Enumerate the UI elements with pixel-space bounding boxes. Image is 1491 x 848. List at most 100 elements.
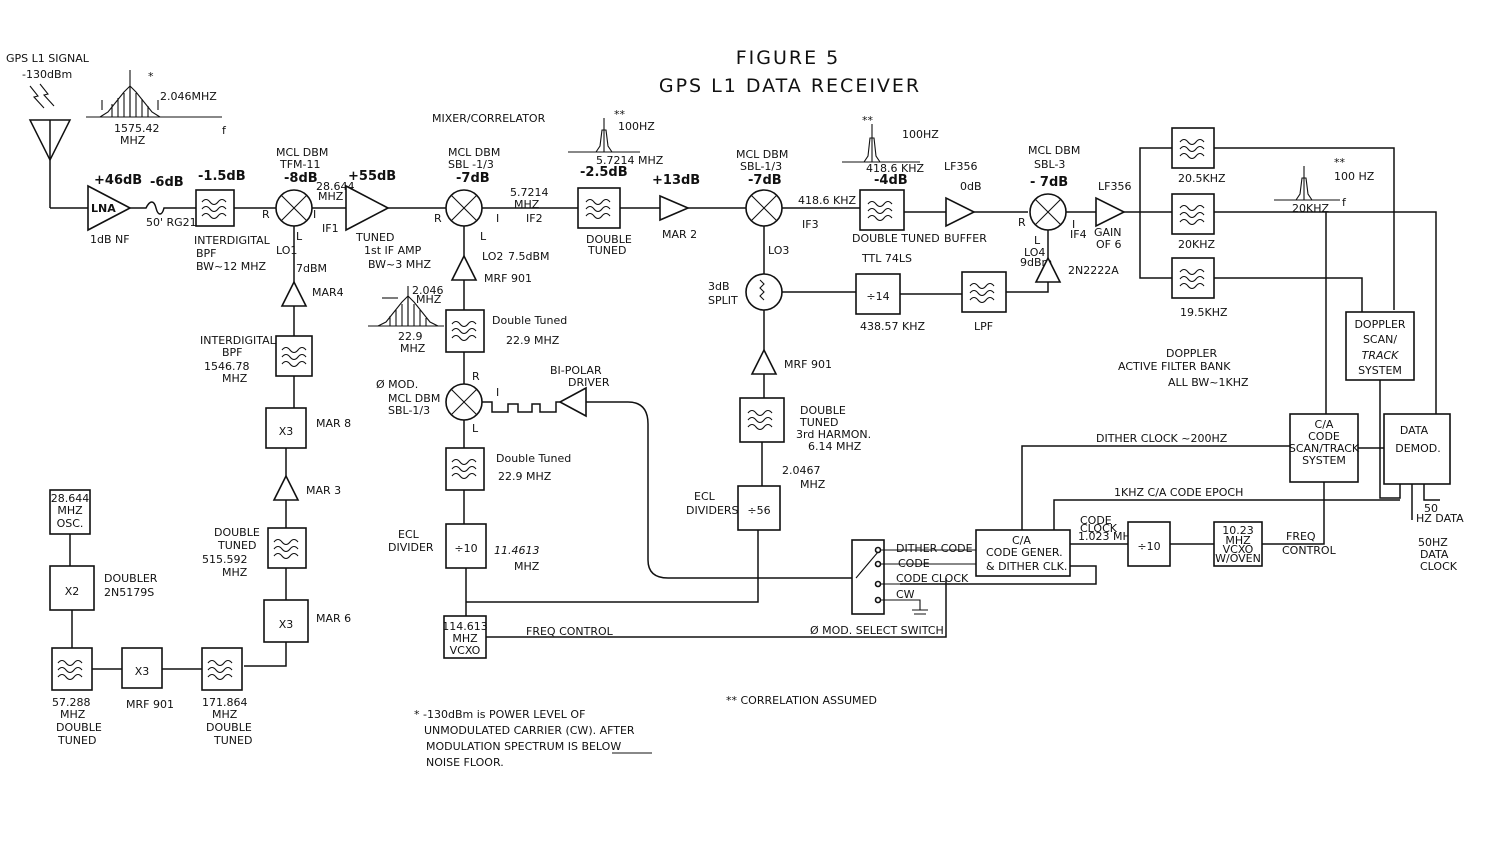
doppler-f1: 20.5KHZ <box>1178 172 1226 185</box>
dt-bottom-label: Double Tuned <box>496 452 571 465</box>
dither-clock-label: DITHER CLOCK ~200HZ <box>1096 432 1228 445</box>
note-line-4: NOISE FLOOR. <box>426 756 504 769</box>
lo3-label: LO3 <box>768 244 789 257</box>
dt-bottom-freq: 22.9 MHZ <box>498 470 552 483</box>
doppler-filter-20-5 <box>1171 127 1215 169</box>
mixer-3-name-2: SBL-1/3 <box>740 160 782 173</box>
doppler-spec-bw: 100 HZ <box>1334 170 1375 183</box>
data-demodulator <box>1383 413 1451 485</box>
doubler-label: DOUBLER <box>104 572 158 585</box>
input-signal-label: GPS L1 SIGNAL <box>6 52 90 65</box>
svg-text:I: I <box>313 208 316 221</box>
lo4-amp-label: 2N2222A <box>1068 264 1119 277</box>
if3-spec-star: ** <box>862 114 874 127</box>
freq-control-2-label-2: CONTROL <box>1282 544 1337 557</box>
x3a-label: X3 <box>279 425 294 438</box>
ecl-divider-label-1: ECL <box>398 528 420 541</box>
mod-spec-bw-unit: MHZ <box>416 293 442 306</box>
x3-multiplier-c <box>121 647 163 689</box>
demod-label-1: DATA <box>1400 424 1429 437</box>
bpf-label-1: INTERDIGITAL <box>194 234 271 247</box>
input-freq-label: 1575.42 <box>114 122 160 135</box>
doppler-scan-track-system <box>1345 311 1415 381</box>
note-line-2: UNMODULATED CARRIER (CW). AFTER <box>424 724 635 737</box>
div14-freq: 438.57 KHZ <box>860 320 925 333</box>
mar2-label: MAR 2 <box>662 228 697 241</box>
double-tuned-filter-2 <box>51 647 93 691</box>
svg-text:L: L <box>480 230 487 243</box>
ecl-dividers-label-1: ECL <box>694 490 716 503</box>
if3-freq: 418.6 KHZ <box>798 194 856 207</box>
svg-text:L: L <box>296 230 303 243</box>
switch-option-4: CW <box>896 588 915 601</box>
svg-text:R: R <box>434 212 442 225</box>
bipolar-label-2: DRIVER <box>568 376 610 389</box>
x3-multiplier-b <box>263 599 309 643</box>
svg-text:R: R <box>262 208 270 221</box>
mrf901-label: MRF 901 <box>126 698 174 711</box>
ttl-divider-14 <box>855 273 901 315</box>
mod-label: Ø MOD. <box>376 378 418 391</box>
osc-label: OSC. <box>57 517 84 530</box>
doppler-filter-20 <box>1171 193 1215 235</box>
harmonic-label-2: TUNED <box>799 416 838 429</box>
if4-label: IF4 <box>1070 228 1087 241</box>
harmonic-label-3: 3rd HARMON. <box>796 428 871 441</box>
if2-freq: 5.7214 <box>510 186 549 199</box>
mixer-3-loss: -7dB <box>748 173 782 188</box>
dt3-label-2: TUNED <box>213 734 252 747</box>
svg-text:I: I <box>496 386 499 399</box>
x2-label: X2 <box>65 585 80 598</box>
div-unit: MHZ <box>514 560 540 573</box>
if1-amp-gain: +55dB <box>348 169 396 184</box>
dt1-unit: MHZ <box>222 566 248 579</box>
ecl-divider-56 <box>737 485 781 531</box>
scan-label-1: DOPPLER <box>1354 318 1405 331</box>
mixer-4-name-2: SBL-3 <box>1034 158 1065 171</box>
mixer-1-name-1: MCL DBM <box>276 146 328 159</box>
mixer-1-symbol <box>275 189 313 227</box>
if3-dt-label: DOUBLE TUNED <box>852 232 940 245</box>
buffer-amplifier <box>945 196 976 228</box>
freq-control-2-label-1: FREQ <box>1286 530 1316 543</box>
dt3-label-1: DOUBLE <box>206 721 252 734</box>
double-tuned-filter-1 <box>267 527 307 569</box>
if2-double-tuned-filter <box>577 187 621 229</box>
bpf2-label-1: INTERDIGITAL <box>200 334 277 347</box>
input-spectrum-icon <box>86 70 222 118</box>
mod-spec-bw: 2.046 <box>412 284 444 297</box>
doppler-bank-label-2: ACTIVE FILTER BANK <box>1118 360 1231 373</box>
harmonic-freq: 6.14 MHZ <box>808 440 862 453</box>
vcxo2-label-4: W/OVEN <box>1215 552 1261 565</box>
clk-out-3: CLOCK <box>1420 560 1458 573</box>
dt1-label-1: DOUBLE <box>214 526 260 539</box>
gain-label-2: OF 6 <box>1096 238 1121 251</box>
buffer-gain: 0dB <box>960 180 982 193</box>
lna-amplifier <box>87 184 132 232</box>
doppler-spectrum-icon <box>1274 166 1340 201</box>
ecl-divider-label-2: DIVIDER <box>388 541 434 554</box>
dt-top-label: Double Tuned <box>492 314 567 327</box>
figure-title: GPS L1 DATA RECEIVER <box>659 75 921 97</box>
mixer-4-loss: - 7dB <box>1030 175 1068 190</box>
dt2-unit: MHZ <box>60 708 86 721</box>
cable-symbol <box>130 201 196 215</box>
epoch-label: 1KHZ C/A CODE EPOCH <box>1114 486 1243 499</box>
correlator-label: MIXER/CORRELATOR <box>432 112 546 125</box>
if1-amp-label-2: 1st IF AMP <box>364 244 422 257</box>
div10-label: ÷10 <box>454 542 477 555</box>
if3-spectrum-icon <box>842 124 920 163</box>
mar4-amplifier <box>280 280 308 307</box>
antenna-icon <box>28 119 72 208</box>
switch-lever <box>855 551 879 579</box>
if1-amplifier <box>345 184 390 232</box>
phase-modulator-mixer <box>445 383 483 421</box>
lo1-label: LO1 <box>276 244 297 257</box>
div14-label: ÷14 <box>866 290 889 303</box>
gen-label-1: C/A <box>1012 534 1031 547</box>
mod-name-2: SBL-1/3 <box>388 404 430 417</box>
mar2-amplifier <box>659 194 691 222</box>
if1-unit: MHZ <box>318 190 344 203</box>
dt2-label-1: DOUBLE <box>56 721 102 734</box>
if3-dt-loss: -4dB <box>874 173 908 188</box>
